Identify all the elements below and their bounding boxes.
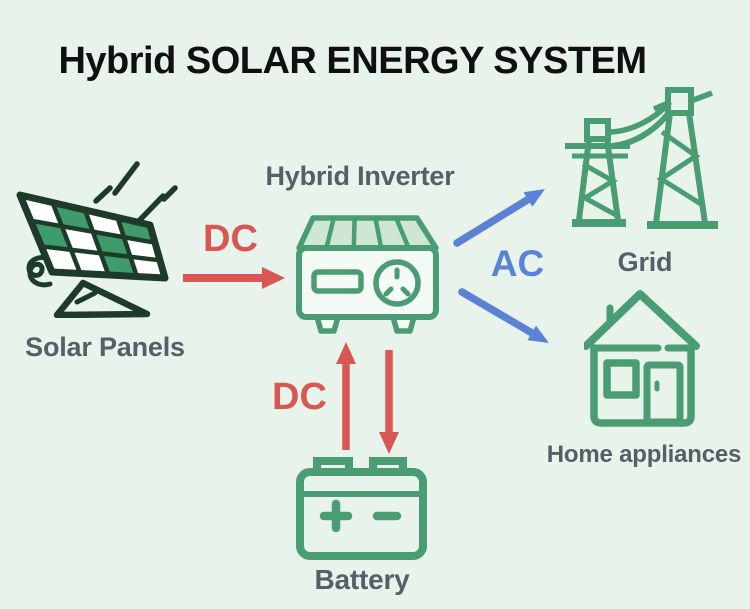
panel-stand [53,279,151,318]
inverter-socket-icon [373,259,421,307]
grid-label: Grid [617,247,673,277]
ac-arrow-inverter-to-home [458,288,549,343]
panel-face [16,191,169,282]
dc-arrow-solar-to-inverter [183,267,285,289]
door [643,361,684,426]
house-icon [584,290,700,427]
battery-label: Battery [314,564,410,595]
dc-label-solar: DC [203,218,258,260]
panel-cable [26,255,60,288]
window [603,359,640,399]
transmission-towers-icon [565,87,718,229]
dc-arrow-battery-to-inverter [336,342,356,450]
dc-label-battery: DC [272,376,327,418]
ac-arrow-inverter-to-grid [453,189,545,247]
inverter-roof [296,215,439,251]
house-walls [590,344,695,427]
diagram-title: Hybrid SOLAR ENERGY SYSTEM [58,40,647,82]
hybrid-inverter-label: Hybrid Inverter [265,161,455,191]
battery-icon [296,457,427,560]
home-appliances-label: Home appliances [546,441,742,468]
inverter-display [311,269,364,294]
dc-arrow-inverter-to-battery [379,350,399,454]
inverter-body [296,245,439,320]
ac-label: AC [490,243,545,284]
tower-left [565,118,630,227]
battery-body [296,468,427,560]
roof [584,290,700,350]
power-lines [607,100,673,149]
hybrid-inverter-icon [296,215,439,334]
solar-panels-label: Solar Panels [25,332,185,362]
solar-panels-icon [16,161,178,318]
